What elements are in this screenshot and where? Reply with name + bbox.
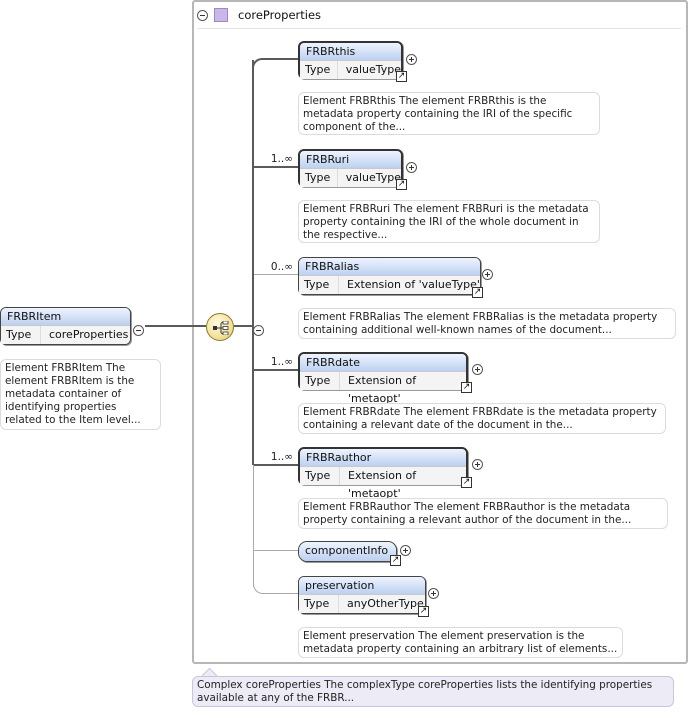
type-key: Type: [1, 326, 41, 344]
element-name: FRBRdate: [300, 354, 466, 372]
branch-line: [254, 166, 299, 168]
branch-line: [254, 464, 299, 466]
child-element-frbrauthor[interactable]: FRBRauthor Type Extension of 'metaopt': [298, 447, 468, 500]
panel-caption: coreProperties: [197, 5, 321, 25]
cardinality-label: 1..∞: [270, 153, 293, 165]
branch-line: [254, 274, 299, 275]
expand-icon[interactable]: [472, 459, 483, 470]
type-key: Type: [300, 169, 338, 187]
type-value: anyOtherType: [339, 595, 425, 613]
reference-arrow-icon[interactable]: ↗: [461, 477, 472, 488]
element-name: FRBRuri: [300, 151, 401, 169]
complex-type-icon: [214, 8, 228, 22]
connector-line: [145, 325, 206, 327]
element-name: preservation: [299, 577, 425, 595]
element-doc: Element FRBRItem The element FRBRItem is…: [0, 359, 161, 430]
type-value: Extension of 'metaopt': [340, 372, 466, 405]
child-element-frbralias[interactable]: FRBRalias Type Extension of 'valueType': [298, 257, 481, 295]
reference-arrow-icon[interactable]: ↗: [461, 382, 472, 393]
trunk-line: [252, 60, 254, 465]
trunk-corner: [252, 58, 266, 72]
cardinality-label: 0..∞: [270, 261, 293, 273]
cardinality-label: 1..∞: [270, 356, 293, 368]
branch-line: [264, 58, 299, 60]
reference-arrow-icon[interactable]: ↗: [390, 555, 401, 566]
expand-icon[interactable]: [400, 545, 411, 556]
branch-line: [266, 593, 299, 594]
reference-arrow-icon[interactable]: ↗: [472, 287, 483, 298]
type-value: coreProperties: [41, 326, 130, 344]
child-element-frbruri[interactable]: FRBRuri Type valueType: [298, 149, 403, 187]
type-value: valueType: [337, 61, 401, 79]
child-element-componentinfo[interactable]: componentInfo: [298, 541, 397, 562]
type-key: Type: [300, 61, 338, 79]
expand-icon[interactable]: [428, 588, 439, 599]
element-name: FRBRthis: [300, 43, 401, 61]
trunk-line-optional: [253, 465, 254, 587]
expand-icon[interactable]: [472, 364, 483, 375]
type-value: Extension of 'valueType': [339, 276, 480, 294]
type-key: Type: [299, 595, 339, 613]
branch-line: [254, 369, 299, 371]
child-element-preservation[interactable]: preservation Type anyOtherType: [298, 576, 426, 614]
reference-arrow-icon[interactable]: ↗: [396, 179, 407, 190]
element-name: componentInfo: [299, 542, 396, 561]
element-doc: Element FRBRthis The element FRBRthis is…: [298, 92, 600, 135]
reference-arrow-icon[interactable]: ↗: [418, 606, 429, 617]
type-value: Extension of 'metaopt': [340, 467, 466, 500]
expand-icon[interactable]: [482, 269, 493, 280]
element-doc: Element FRBRuri The element FRBRuri is t…: [298, 200, 600, 243]
collapse-icon[interactable]: [133, 325, 144, 336]
element-doc: Element FRBRauthor The element FRBRautho…: [298, 498, 668, 529]
element-doc: Element FRBRalias The element FRBRalias …: [298, 308, 676, 339]
type-value: valueType: [337, 169, 401, 187]
type-key: Type: [300, 372, 340, 390]
type-key: Type: [299, 276, 339, 294]
child-element-frbrthis[interactable]: FRBRthis Type valueType: [298, 41, 403, 79]
collapse-icon[interactable]: [197, 9, 208, 21]
expand-icon[interactable]: [406, 54, 417, 65]
child-element-frbrdate[interactable]: FRBRdate Type Extension of 'metaopt': [298, 352, 468, 405]
expand-icon[interactable]: [406, 162, 417, 173]
cardinality-label: 1..∞: [270, 451, 293, 463]
caption-divider: [197, 28, 681, 29]
complex-type-doc: Complex coreProperties The complexType c…: [192, 676, 674, 707]
element-name: FRBRItem: [1, 308, 130, 326]
group-label: coreProperties: [238, 8, 322, 22]
root-element[interactable]: FRBRItem Type coreProperties: [0, 307, 131, 345]
element-doc: Element preservation The element preserv…: [298, 627, 623, 658]
type-key: Type: [300, 467, 340, 485]
element-name: FRBRalias: [299, 258, 480, 276]
element-doc: Element FRBRdate The element FRBRdate is…: [298, 403, 666, 434]
trunk-corner: [253, 580, 267, 594]
reference-arrow-icon[interactable]: ↗: [396, 71, 407, 82]
sequence-compositor-icon[interactable]: [206, 313, 234, 341]
branch-line: [254, 550, 299, 551]
element-name: FRBRauthor: [300, 449, 466, 467]
connector-line: [234, 325, 252, 327]
